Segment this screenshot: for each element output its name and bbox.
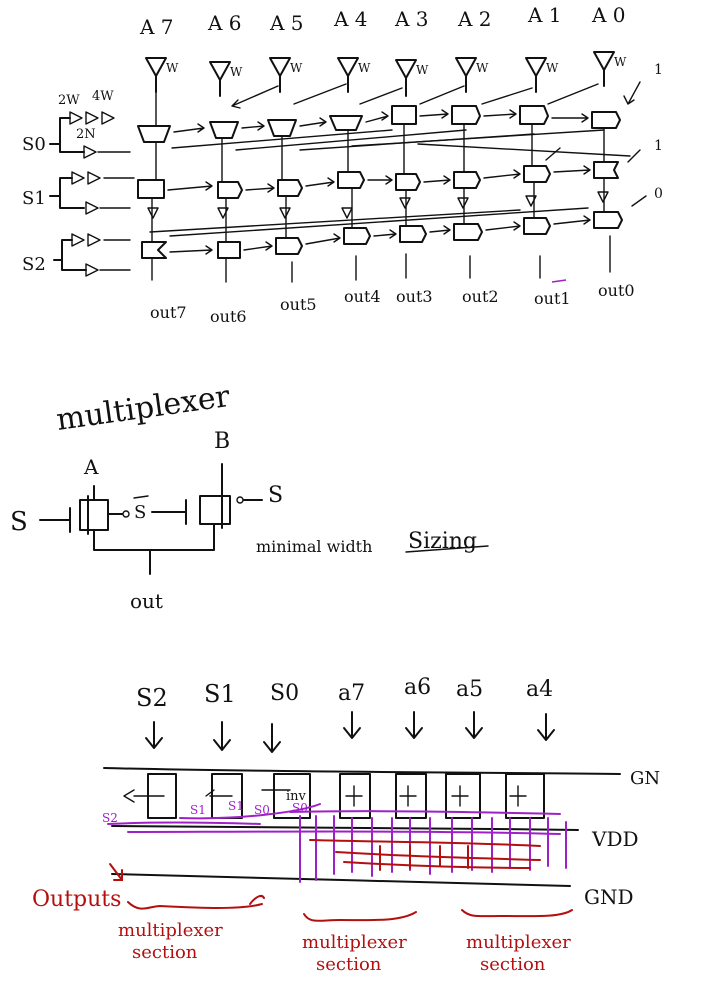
buf-w-label: W (230, 65, 243, 79)
layout-input-a5: a5 (456, 677, 483, 702)
mux-sizing: Sizing (408, 529, 477, 554)
mux-input-a: A (83, 455, 99, 479)
mux-row-2 (137, 161, 619, 199)
input-a1: A 1 (527, 3, 562, 27)
sbar-overline (133, 495, 149, 499)
output-out4: out4 (344, 287, 381, 306)
sel-mark-s1b: S1 (228, 799, 244, 813)
output-out3: out3 (396, 287, 433, 306)
output-out5: out5 (280, 295, 317, 314)
out1-overbar (551, 279, 567, 283)
layout-input-a6: a6 (404, 675, 431, 700)
layout-inputs: S2 S1 S0 a7 a6 a5 a4 (136, 675, 555, 753)
rail-gn: GN (630, 768, 660, 789)
input-a2: A 2 (457, 7, 492, 31)
buf-w-label: W (358, 61, 371, 75)
layout-rails: GN VDD GND (103, 767, 660, 909)
size-2n: 2N (76, 127, 96, 142)
layout-input-a4: a4 (526, 677, 553, 702)
input-labels: A 7 A 6 A 5 A 4 A 3 A 2 A 1 A 0 (139, 3, 626, 39)
vertical-links: 1 0 (147, 91, 663, 283)
layout-cells: inv (123, 773, 545, 819)
input-buffers: W W W W W W W W 1 (145, 51, 663, 97)
rail-gnd: GND (584, 885, 634, 909)
input-a0: A 0 (591, 3, 626, 27)
buf-w-label: W (290, 61, 303, 75)
mux-select-s-right: S (268, 483, 283, 508)
sel-mark-s0: S0 (254, 803, 270, 817)
select-s1: S1 (22, 188, 46, 209)
sel-mark-s1: S1 (190, 803, 206, 817)
buf-w-label: W (166, 61, 179, 75)
mux-output: out (130, 589, 163, 613)
mux-title: multiplexer (54, 379, 232, 438)
select-routing: S2 S1 S1 S0 S0 (102, 799, 567, 883)
buf-w-label: W (416, 63, 429, 77)
layout-input-s2: S2 (136, 684, 168, 712)
outputs-label: Outputs (32, 887, 121, 912)
select-s2: S2 (22, 254, 46, 275)
layout-input-s0: S0 (270, 681, 299, 706)
output-out2: out2 (462, 287, 499, 306)
buf-w-label: W (546, 61, 559, 75)
input-a5: A 5 (269, 11, 304, 35)
rail-vdd: VDD (591, 827, 639, 851)
const-one: 1 (654, 138, 663, 154)
mux-row-3 (141, 211, 623, 259)
sel-mark-s2: S2 (102, 811, 118, 825)
mux-note: minimal width (256, 537, 372, 556)
select-s0: S0 (22, 134, 46, 155)
input-a4: A 4 (333, 7, 368, 31)
output-routing (109, 839, 541, 881)
const-zero: 0 (654, 186, 663, 202)
size-2w: 2W (58, 93, 80, 108)
input-a7: A 7 (139, 15, 174, 39)
output-out7: out7 (150, 303, 187, 322)
input-a6: A 6 (207, 11, 242, 35)
buf-w-label: W (476, 61, 489, 75)
mux-row-1 (137, 105, 621, 143)
buf-w-label: W (614, 55, 627, 69)
output-out0: out0 (598, 281, 635, 300)
layout-input-s1: S1 (204, 680, 236, 708)
mux-input-b: B (214, 429, 230, 454)
const-one: 1 (654, 62, 663, 78)
output-labels: out7 out6 out5 out4 out3 out2 out1 out0 (150, 281, 635, 326)
select-drivers: S0 S1 S2 2W 4W 2N (22, 89, 135, 277)
layout-inv: inv (286, 789, 307, 804)
mux-select-sbar: S (134, 502, 146, 523)
input-a3: A 3 (394, 7, 429, 31)
input-diagonals (149, 81, 647, 237)
sel-mark-s0b: S0 (292, 801, 308, 815)
mux-cell: multiplexer A B S S S out minimal width … (10, 379, 489, 613)
output-out6: out6 (210, 307, 247, 326)
mux-select-s: S (10, 507, 28, 537)
shift-arrows (167, 109, 591, 255)
output-out1: out1 (534, 289, 571, 308)
size-4w: 4W (92, 89, 114, 104)
layout-input-a7: a7 (338, 681, 365, 706)
